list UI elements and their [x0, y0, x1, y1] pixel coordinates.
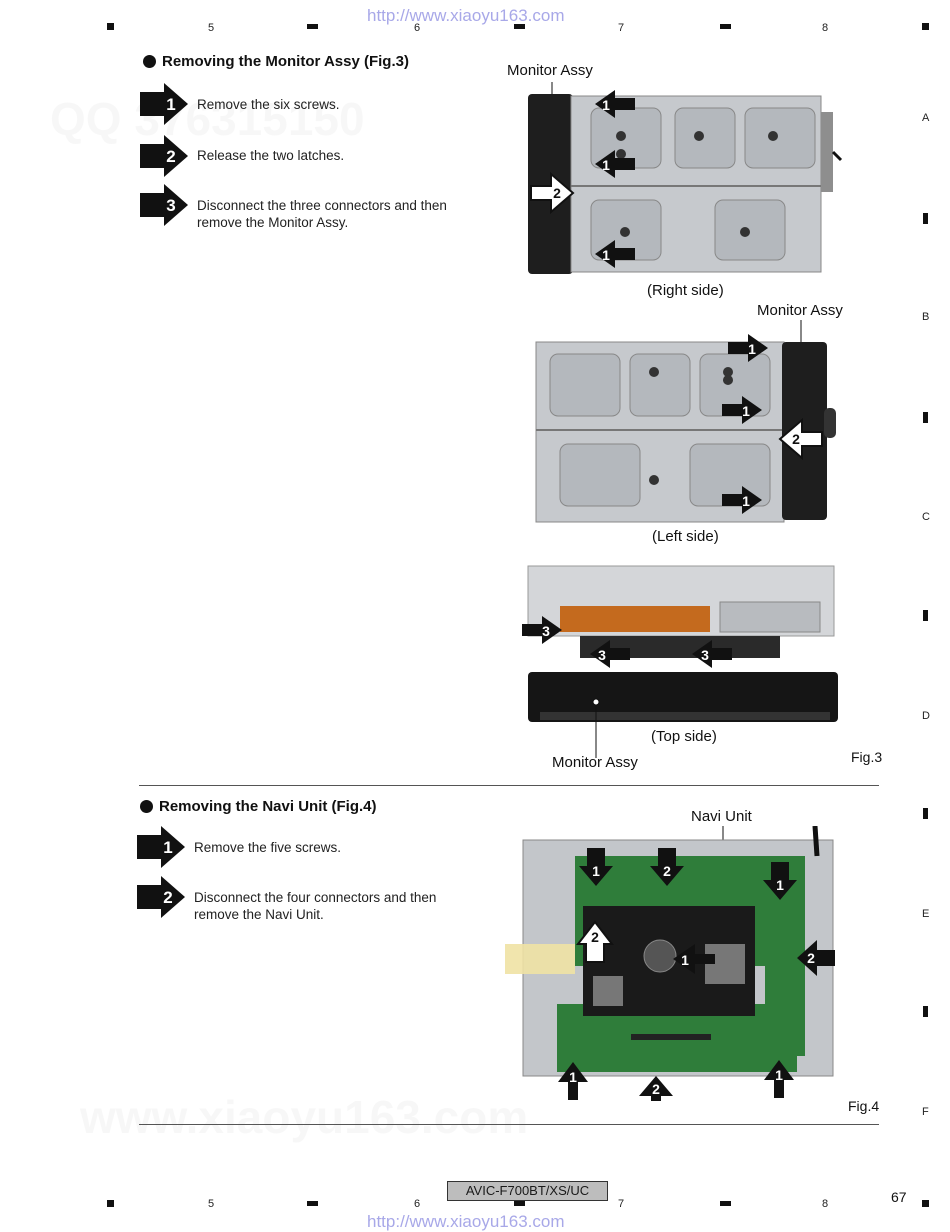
step-arrow-icon: 1: [137, 826, 185, 868]
callout-number: 1: [742, 403, 750, 419]
model-number-box: AVIC-F700BT/XS/UC: [447, 1181, 608, 1201]
callout-number: 1: [602, 97, 610, 113]
step-text: Disconnect the three connectors and then…: [197, 198, 447, 230]
step-number: 2: [166, 147, 175, 166]
monitor-assy-label: Monitor Assy: [507, 62, 593, 79]
monitor-assy-label: Monitor Assy: [757, 302, 843, 319]
top-side-photo: 3 3 3: [522, 565, 838, 758]
watermark: www.xiaoyu163.com: [80, 1090, 528, 1144]
bullet-icon: [140, 800, 153, 813]
right-side-photo: 1 1 2 1: [528, 82, 843, 274]
section-heading-navi-unit: Removing the Navi Unit (Fig.4): [140, 798, 377, 815]
row-letter: C: [922, 511, 930, 523]
navi-unit-photo: 1 2 1 2 1 2 1 2 1: [505, 826, 835, 1101]
row-letter: F: [922, 1106, 929, 1118]
step-arrow-icon: 1: [140, 83, 188, 125]
left-side-caption: (Left side): [652, 528, 719, 545]
crop-mark: [107, 23, 114, 30]
top-side-caption: (Top side): [651, 728, 717, 745]
step-arrow-icon: 2: [140, 135, 188, 177]
crop-mark: [923, 808, 928, 819]
step-number: 2: [163, 888, 172, 907]
column-number: 6: [414, 22, 421, 34]
step-text: Remove the six screws.: [197, 97, 340, 112]
crop-mark: [923, 412, 928, 423]
step-text: Disconnect the four connectors and then …: [194, 890, 437, 922]
column-number: 7: [618, 22, 625, 34]
callout-number: 1: [776, 877, 784, 893]
column-number: 8: [822, 1198, 829, 1210]
callout-number: 1: [775, 1067, 783, 1083]
section-heading-monitor-assy: Removing the Monitor Assy (Fig.3): [143, 53, 409, 70]
callout-number: 1: [602, 157, 610, 173]
row-letter: A: [922, 112, 930, 124]
section-divider: [139, 785, 879, 786]
crop-mark: [720, 1201, 731, 1206]
step-arrow-icon: 3: [140, 184, 188, 226]
section-title: Removing the Monitor Assy (Fig.3): [162, 53, 409, 70]
callout-number: 2: [591, 929, 599, 945]
row-letter: E: [922, 908, 930, 920]
row-letter: B: [922, 311, 930, 323]
column-number: 6: [414, 1198, 421, 1210]
figure-label: Fig.3: [851, 749, 883, 765]
page-number: 67: [891, 1189, 907, 1205]
callout-number: 1: [592, 863, 600, 879]
callout-number: 1: [681, 952, 689, 968]
footer-url[interactable]: http://www.xiaoyu163.com: [367, 1212, 565, 1231]
step-number: 1: [163, 838, 172, 857]
column-number: 7: [618, 1198, 625, 1210]
callout-number: 1: [748, 341, 756, 357]
column-number: 5: [208, 22, 215, 34]
callout-number: 1: [602, 247, 610, 263]
crop-mark: [107, 1200, 114, 1207]
crop-mark: [514, 24, 525, 29]
step-arrow-icon: 2: [137, 876, 185, 918]
crop-mark: [922, 23, 929, 30]
crop-mark: [923, 610, 928, 621]
header-url[interactable]: http://www.xiaoyu163.com: [367, 6, 565, 25]
callout-number: 3: [542, 623, 550, 639]
column-number: 8: [822, 22, 829, 34]
callout-number: 1: [742, 493, 750, 509]
crop-mark: [307, 24, 318, 29]
figure-label: Fig.4: [848, 1098, 880, 1114]
row-letter: D: [922, 710, 930, 722]
callout-number: 3: [701, 647, 709, 663]
right-side-caption: (Right side): [647, 282, 724, 299]
step-text: Release the two latches.: [197, 148, 345, 163]
crop-mark: [514, 1201, 525, 1206]
step-number: 3: [166, 196, 175, 215]
callout-number: 2: [792, 431, 800, 447]
step-text: Remove the five screws.: [194, 840, 342, 855]
crop-mark: [922, 1200, 929, 1207]
section-divider: [139, 1124, 879, 1125]
column-number: 5: [208, 1198, 215, 1210]
section-title: Removing the Navi Unit (Fig.4): [159, 798, 377, 815]
navi-unit-label: Navi Unit: [691, 808, 752, 825]
crop-mark: [923, 1006, 928, 1017]
step-number: 1: [166, 95, 175, 114]
callout-number: 2: [807, 950, 815, 966]
callout-number: 3: [598, 647, 606, 663]
monitor-assy-label: Monitor Assy: [552, 754, 638, 771]
callout-number: 1: [569, 1069, 577, 1085]
bullet-icon: [143, 55, 156, 68]
callout-number: 2: [663, 863, 671, 879]
crop-mark: [307, 1201, 318, 1206]
crop-mark: [923, 213, 928, 224]
callout-number: 2: [553, 185, 561, 201]
callout-number: 2: [652, 1081, 660, 1097]
left-side-photo: 1 1 2 1: [535, 320, 836, 523]
crop-mark: [720, 24, 731, 29]
